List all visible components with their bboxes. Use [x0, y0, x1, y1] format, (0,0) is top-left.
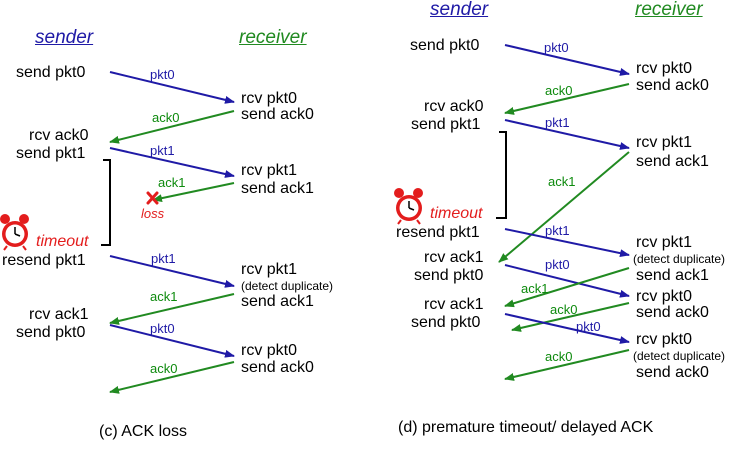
right-label-ack0-2: ack0 — [550, 302, 578, 317]
left-receiver-rcv-pkt1: rcv pkt1 — [241, 162, 298, 179]
right-label-ack0: ack0 — [545, 83, 573, 98]
left-sender-send-pkt0: send pkt0 — [16, 64, 86, 81]
right-arrow-pkt1-1 — [504, 119, 630, 150]
left-sender-send-pkt0-2: send pkt0 — [16, 324, 86, 341]
left-arrow-ack0-2 — [109, 361, 235, 394]
right-sender-rcv-ack1-2: rcv ack1 — [424, 296, 484, 313]
right-label-pkt1: pkt1 — [545, 115, 570, 130]
right-arrow-ack0-3 — [504, 349, 630, 381]
right-sender-send-pkt0-3: send pkt0 — [411, 314, 481, 331]
right-arrow-ack1-delayed — [498, 151, 630, 263]
right-arrow-ack1-2 — [504, 267, 630, 308]
left-receiver-send-ack0-2: send ack0 — [241, 359, 314, 376]
left-label-ack0: ack0 — [152, 110, 180, 125]
left-label-pkt0: pkt0 — [150, 67, 175, 82]
left-timeout-label: timeout — [36, 233, 89, 250]
left-sender-header: sender — [35, 27, 94, 48]
right-sender-rcv-ack1: rcv ack1 — [424, 249, 484, 266]
right-sender-rcv-ack0: rcv ack0 — [424, 98, 484, 115]
right-receiver-send-ack1: send ack1 — [636, 153, 709, 170]
right-timeout-bracket — [496, 131, 507, 219]
left-caption: (c) ACK loss — [99, 423, 188, 440]
right-arrow-ack0-2 — [511, 302, 630, 332]
left-receiver-send-ack0: send ack0 — [241, 106, 314, 123]
right-caption: (d) premature timeout/ delayed ACK — [398, 419, 654, 436]
lost-x-icon — [146, 191, 159, 205]
left-arrow-pkt1-resend — [109, 255, 235, 288]
right-arrow-ack0-1 — [504, 83, 630, 115]
right-timeout-label: timeout — [430, 205, 483, 222]
left-sender-rcv-ack1: rcv ack1 — [29, 306, 89, 323]
left-label-pkt0-2: pkt0 — [150, 321, 175, 336]
right-receiver-send-ack0-3: send ack0 — [636, 364, 709, 381]
left-label-ack1-2: ack1 — [150, 289, 178, 304]
left-receiver-send-ack1: send ack1 — [241, 180, 314, 197]
left-arrow-ack1-2 — [109, 293, 235, 325]
right-receiver-send-ack1-2: send ack1 — [636, 267, 709, 284]
right-receiver-rcv-pkt1-2: rcv pkt1 — [636, 234, 693, 251]
left-arrow-ack1-lost — [152, 182, 235, 203]
left-arrow-pkt1-1 — [109, 147, 235, 178]
left-label-ack0-2: ack0 — [150, 361, 178, 376]
right-label-ack1-2: ack1 — [521, 281, 549, 296]
left-sender-resend-pkt1: resend pkt1 — [2, 252, 86, 269]
right-receiver-rcv-pkt0-2: rcv pkt0 — [636, 288, 693, 305]
left-arrow-ack0-1 — [109, 110, 235, 144]
left-label-pkt1: pkt1 — [150, 143, 175, 158]
right-receiver-detect-duplicate-2: (detect duplicate) — [633, 349, 726, 363]
right-sender-header: sender — [430, 0, 489, 20]
right-sender-send-pkt1: send pkt1 — [411, 116, 481, 133]
right-arrow-pkt0-3 — [504, 313, 630, 344]
right-receiver-send-ack0: send ack0 — [636, 77, 709, 94]
left-arrow-pkt0-2 — [109, 324, 235, 358]
right-sender-send-pkt0-2: send pkt0 — [414, 267, 484, 284]
right-receiver-rcv-pkt1: rcv pkt1 — [636, 134, 693, 151]
left-receiver-detect-duplicate: (detect duplicate) — [241, 279, 334, 293]
left-receiver-rcv-pkt0-2: rcv pkt0 — [241, 342, 298, 359]
right-label-ack1-delayed: ack1 — [548, 174, 576, 189]
left-receiver-send-ack1-2: send ack1 — [241, 293, 314, 310]
left-receiver-rcv-pkt1-2: rcv pkt1 — [241, 261, 298, 278]
right-receiver-rcv-pkt0: rcv pkt0 — [636, 60, 693, 77]
right-arrow-pkt0-1 — [504, 44, 630, 76]
right-receiver-detect-duplicate: (detect duplicate) — [633, 252, 726, 266]
left-receiver-rcv-pkt0: rcv pkt0 — [241, 90, 298, 107]
right-arrow-pkt0-2 — [504, 264, 630, 298]
alarm-clock-icon — [0, 214, 29, 251]
left-label-ack1: ack1 — [158, 175, 186, 190]
right-label-pkt0-2: pkt0 — [545, 257, 570, 272]
right-arrow-pkt1-resend — [504, 228, 630, 258]
right-receiver-rcv-pkt0-3: rcv pkt0 — [636, 331, 693, 348]
right-sender-resend-pkt1: resend pkt1 — [396, 224, 480, 241]
left-arrow-pkt0-1 — [109, 71, 235, 104]
right-receiver-send-ack0-2: send ack0 — [636, 304, 709, 321]
left-receiver-header: receiver — [239, 27, 307, 48]
left-timeout-bracket — [101, 159, 111, 246]
alarm-clock-icon — [394, 188, 423, 225]
left-sender-send-pkt1: send pkt1 — [16, 145, 86, 162]
right-receiver-header: receiver — [635, 0, 703, 20]
left-label-pkt1-resend: pkt1 — [151, 251, 176, 266]
right-label-pkt0-3: pkt0 — [576, 319, 601, 334]
right-label-ack0-3: ack0 — [545, 349, 573, 364]
right-label-pkt1-resend: pkt1 — [545, 223, 570, 238]
right-label-pkt0: pkt0 — [544, 40, 569, 55]
right-sender-send-pkt0: send pkt0 — [410, 37, 480, 54]
left-loss-label: loss — [141, 206, 165, 221]
left-sender-rcv-ack0: rcv ack0 — [29, 127, 89, 144]
